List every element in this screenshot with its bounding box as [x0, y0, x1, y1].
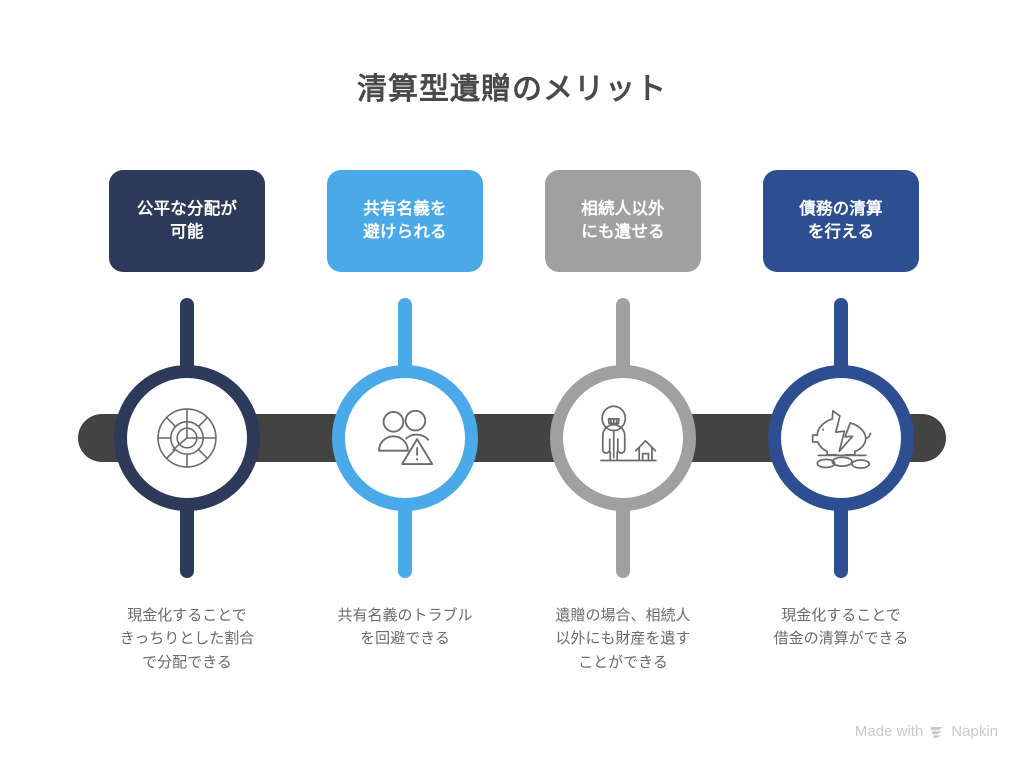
page-title: 清算型遺贈のメリット — [357, 73, 667, 106]
step-stem-top-1 — [180, 298, 194, 376]
step-stem-bottom-1 — [180, 500, 194, 578]
people-warning-icon — [368, 401, 442, 475]
pie-chart-icon — [150, 401, 224, 475]
step-column-4: 債務の清算 を行える 現金化することで 借金の清算ができる — [732, 0, 950, 764]
step-card-label-4: 債務の清算 を行える — [799, 200, 883, 241]
step-caption-3: 遺贈の場合、相続人 以外にも財産を遺す ことができる — [555, 607, 691, 671]
step-node-4[interactable] — [768, 365, 914, 511]
step-column-2: 共有名義を 避けられる 共有名義のトラブル を回避できる — [296, 0, 514, 764]
step-column-1: 公平な分配が 可能 — [78, 0, 296, 764]
step-card-4[interactable]: 債務の清算 を行える — [763, 170, 919, 272]
step-node-1[interactable] — [114, 365, 260, 511]
step-stem-bottom-2 — [398, 500, 412, 578]
step-card-1[interactable]: 公平な分配が 可能 — [109, 170, 265, 272]
step-card-label-2: 共有名義を 避けられる — [363, 200, 447, 241]
step-stem-bottom-3 — [616, 500, 630, 578]
broken-piggy-bank-icon — [804, 401, 878, 475]
step-caption-4: 現金化することで 借金の清算ができる — [773, 607, 909, 648]
step-caption-2: 共有名義のトラブル を回避できる — [337, 607, 473, 648]
step-card-label-3: 相続人以外 にも遺せる — [581, 200, 665, 241]
step-stem-top-4 — [834, 298, 848, 376]
step-node-2[interactable] — [332, 365, 478, 511]
step-column-3: 相続人以外 にも遺せる 遺贈の場合、 — [514, 0, 732, 764]
step-stem-top-2 — [398, 298, 412, 376]
napkin-watermark: Made with Napkin — [855, 723, 998, 740]
person-house-icon — [586, 401, 660, 475]
step-node-3[interactable] — [550, 365, 696, 511]
step-card-label-1: 公平な分配が 可能 — [136, 200, 238, 241]
watermark-prefix: Made with — [854, 723, 924, 740]
watermark-brand: Napkin — [951, 723, 998, 740]
step-card-2[interactable]: 共有名義を 避けられる — [327, 170, 483, 272]
step-stem-top-3 — [616, 298, 630, 376]
step-stem-bottom-4 — [834, 500, 848, 578]
step-card-3[interactable]: 相続人以外 にも遺せる — [545, 170, 701, 272]
napkin-logo-icon — [929, 724, 945, 740]
step-caption-1: 現金化することで きっちりとした割合 で分配できる — [119, 607, 255, 671]
